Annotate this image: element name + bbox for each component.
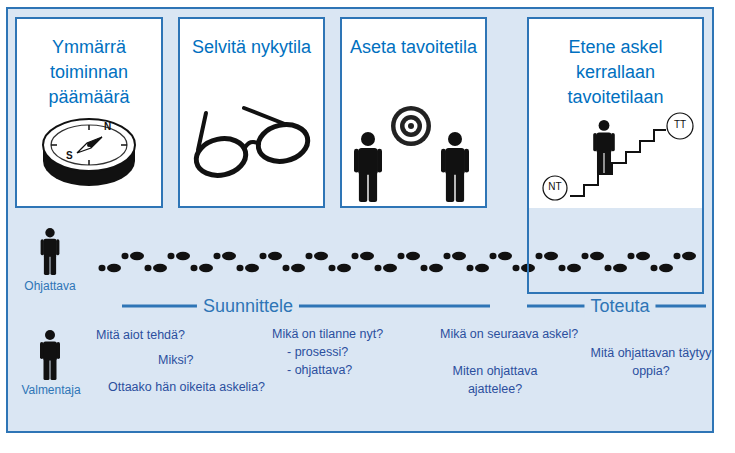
footprint	[628, 252, 651, 260]
compass-face	[43, 119, 135, 171]
coach-question: Mitä ohjattavan täytyy oppia?	[590, 344, 712, 380]
stairs-icon	[570, 120, 666, 196]
role-label: Ohjattava	[17, 279, 83, 294]
state-circle: NT	[542, 175, 568, 201]
step-heading: Etene askel kerrallaan tavoitetilaan	[529, 19, 702, 110]
footprint	[444, 252, 467, 260]
step-box: Ymmärrä toiminnan päämäärä	[15, 17, 163, 208]
step-heading: Aseta tavoitetila	[342, 19, 485, 60]
footprint	[260, 252, 283, 260]
target-ring	[396, 111, 427, 142]
coach-question: - ohjattava?	[287, 361, 352, 379]
person-figure	[41, 228, 60, 275]
person-figure	[441, 132, 469, 202]
phase-label: Suunnittele	[197, 295, 299, 317]
coach-question: Mikä on seuraava askel?	[440, 325, 578, 343]
footprint	[490, 252, 513, 260]
state-code: TT	[666, 112, 694, 138]
stairs	[570, 130, 666, 196]
footprint	[375, 264, 398, 272]
compass-needle-half	[87, 137, 102, 148]
footprint	[306, 252, 329, 260]
footprint	[237, 264, 260, 272]
step-heading: Selvitä nykytila	[180, 19, 323, 60]
box-fill	[340, 17, 487, 208]
footprint	[513, 264, 536, 272]
box-fill	[178, 17, 325, 208]
footprint	[559, 264, 582, 272]
compass-tick	[51, 144, 57, 146]
footprint	[651, 264, 674, 272]
box-fill	[15, 17, 163, 208]
person-figure	[40, 330, 60, 380]
footprint	[145, 264, 168, 272]
compass-pivot	[87, 143, 91, 147]
compass-icon	[43, 119, 135, 186]
state-code: NT	[542, 175, 568, 199]
footprint	[283, 264, 306, 272]
background-panel	[7, 8, 713, 432]
compass-needle	[77, 137, 102, 153]
step-box: NT TTEtene askel kerrallaan tavoitetilaan	[527, 17, 704, 294]
coach-question: Miten ohjattava ajattelee?	[437, 362, 553, 398]
person-figure	[354, 132, 382, 202]
step-box: Aseta tavoitetila	[340, 17, 487, 208]
compass-letter: S	[66, 150, 73, 162]
footprint	[536, 252, 559, 260]
glasses-lens	[193, 134, 249, 180]
step-heading: Ymmärrä toiminnan päämäärä	[17, 19, 161, 110]
glasses-lens	[255, 120, 311, 166]
coach-question: Miksi?	[158, 351, 193, 369]
coach-question: - prosessi?	[287, 343, 348, 361]
footprint	[122, 252, 145, 260]
footprint	[674, 252, 697, 260]
compass-tick	[88, 125, 90, 130]
circle-shape	[543, 176, 567, 200]
footprint	[582, 252, 605, 260]
state-circle: TT	[666, 112, 694, 140]
box-fill	[527, 17, 704, 208]
footprints	[99, 252, 697, 272]
footprint	[168, 252, 191, 260]
step-box: Selvitä nykytila	[178, 17, 325, 208]
phase-line	[122, 305, 490, 308]
compass-letter: N	[104, 121, 111, 133]
target-ring	[405, 120, 418, 133]
circle-shape	[667, 113, 693, 139]
phase-label: Toteuta	[584, 295, 655, 317]
glasses-icon	[193, 108, 311, 180]
footprint	[605, 264, 628, 272]
footprint	[191, 264, 214, 272]
footprint	[214, 252, 237, 260]
glasses-bridge	[244, 142, 259, 149]
target-ring	[391, 106, 431, 146]
compass-ring	[51, 125, 127, 165]
coach-question: Mitä aiot tehdä?	[96, 326, 185, 344]
footprint	[99, 264, 122, 272]
coach-question: Mikä on tilanne nyt?	[272, 325, 383, 343]
footprint	[329, 264, 352, 272]
footprint	[398, 252, 421, 260]
compass-tick	[121, 144, 127, 146]
target-ring	[400, 115, 422, 137]
coach-question: Ottaako hän oikeita askelia?	[108, 378, 265, 396]
compass-tick	[88, 160, 90, 165]
footprint	[467, 264, 490, 272]
role-label: Valmentaja	[10, 383, 92, 398]
footprint	[352, 252, 375, 260]
target-ring	[408, 123, 414, 129]
footprint	[421, 264, 444, 272]
target-icon	[391, 106, 431, 146]
person-figure	[593, 120, 615, 174]
